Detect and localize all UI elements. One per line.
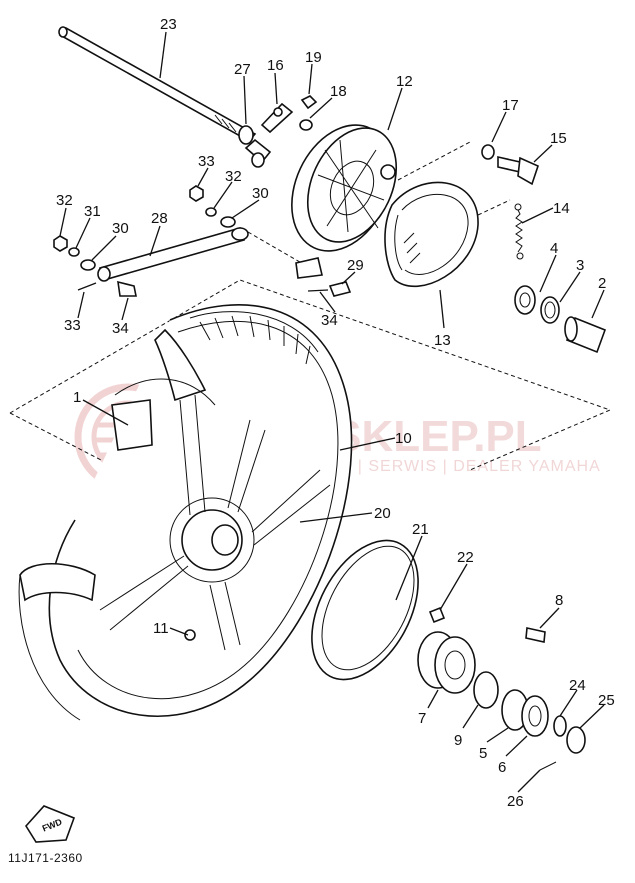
callout-28: 28	[151, 210, 168, 227]
callout-8: 8	[555, 592, 563, 609]
brake-shoes-part	[384, 181, 479, 287]
callout-24: 24	[569, 677, 586, 694]
callout-labels: 23 27 16 19 18 12 17 15 14 4 3 2 13 33 3…	[56, 16, 615, 810]
callout-34: 34	[112, 320, 129, 337]
callout-4: 4	[550, 240, 558, 257]
drive-hub-parts	[417, 606, 586, 771]
callout-9: 9	[454, 732, 462, 749]
callout-23: 23	[160, 16, 177, 33]
callout-33-right: 34	[321, 312, 338, 329]
callout-16: 16	[267, 57, 284, 74]
callout-12: 12	[396, 73, 413, 90]
callout-15: 15	[550, 130, 567, 147]
bearing-spacer-parts	[514, 285, 607, 354]
callout-25: 25	[598, 692, 615, 709]
brake-shoe-plate-part	[291, 124, 398, 279]
callout-32-lower: 32	[56, 192, 73, 209]
callout-3: 3	[576, 257, 584, 274]
axle-part	[58, 26, 257, 143]
callout-18: 18	[330, 83, 347, 100]
watermark-subtitle: SKLEP | SERWIS | DEALER YAMAHA	[296, 458, 601, 475]
callout-6: 6	[498, 759, 506, 776]
callout-30-lower: 30	[112, 220, 129, 237]
callout-27: 27	[234, 61, 251, 78]
torque-arm-bracket-part	[238, 95, 318, 168]
callout-1: 1	[73, 389, 81, 406]
callout-21: 21	[412, 521, 429, 538]
callout-20: 20	[374, 505, 391, 522]
wheel-part	[18, 304, 353, 721]
cam-shaft-part	[481, 144, 539, 186]
spring-part	[514, 203, 524, 260]
seal-ring-part	[311, 539, 419, 681]
callout-17: 17	[502, 97, 519, 114]
callout-26: 26	[507, 793, 524, 810]
callout-32-upper: 33	[198, 153, 215, 170]
callout-33-left: 33	[64, 317, 81, 334]
callout-30-upper: 30	[252, 185, 269, 202]
callout-7: 7	[418, 710, 426, 727]
callout-31-lower: 31	[84, 203, 101, 220]
callout-22: 22	[457, 549, 474, 566]
callout-11: 11	[153, 620, 169, 637]
callout-29: 29	[347, 257, 364, 274]
callout-2: 2	[598, 275, 606, 292]
callout-14: 14	[553, 200, 570, 217]
callout-leader-lines	[59, 31, 605, 793]
diagram-code: 11J171-2360	[8, 851, 83, 865]
callout-19: 19	[305, 49, 322, 66]
callout-31-upper: 32	[225, 168, 242, 185]
callout-5: 5	[479, 745, 487, 762]
fwd-arrow-icon: FWD	[25, 805, 76, 843]
callout-10: 10	[395, 430, 412, 447]
callout-13: 13	[434, 332, 451, 349]
